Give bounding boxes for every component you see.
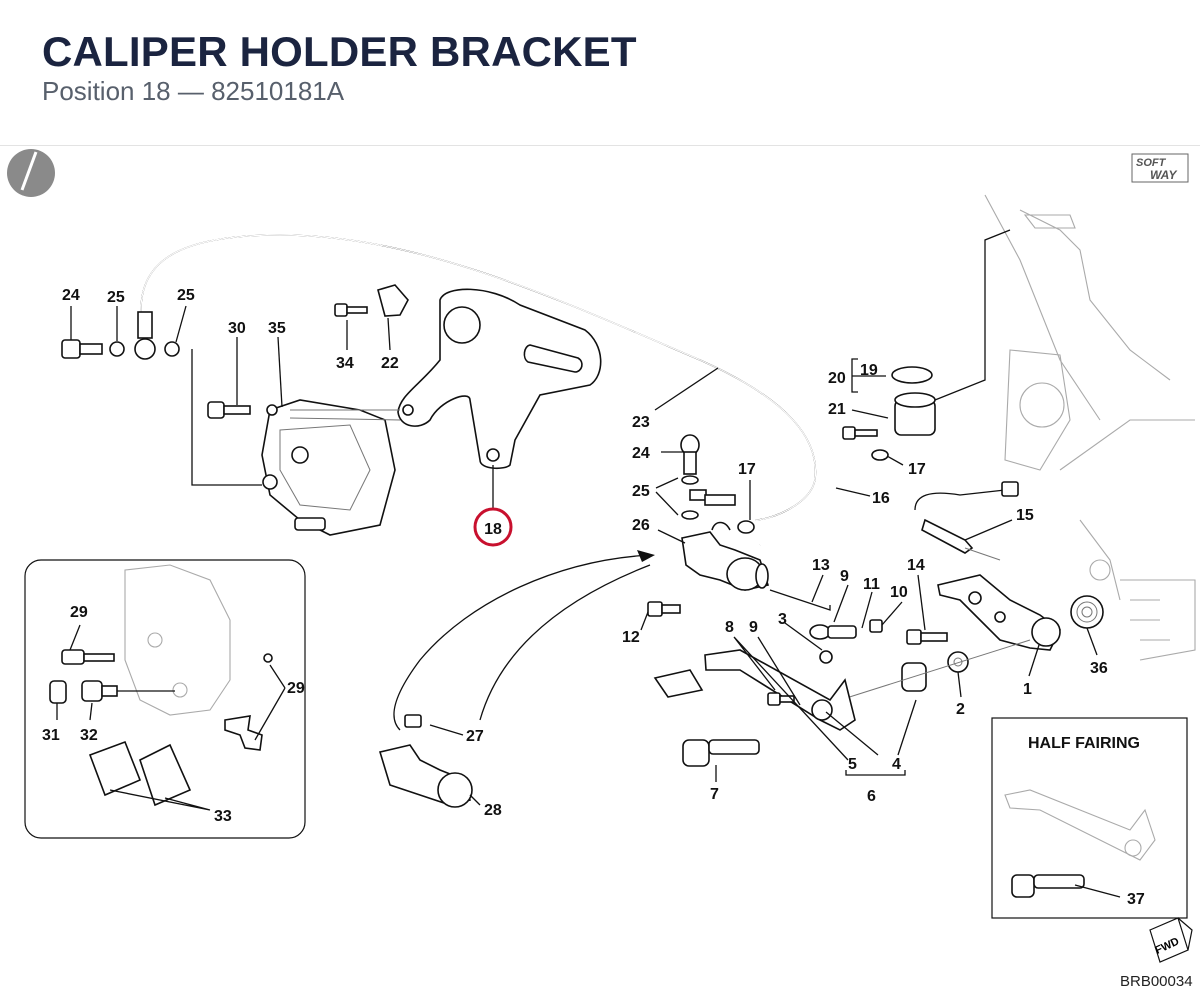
detail-arrow-inner	[479, 564, 651, 721]
callout-3: 3	[778, 611, 787, 628]
callout-15: 15	[1016, 507, 1034, 524]
drawing-code: BRB00034	[1120, 973, 1193, 990]
pedal-bolt-7	[682, 739, 760, 767]
callout-30: 30	[228, 320, 246, 337]
callout-9a: 9	[840, 568, 849, 585]
bushing-2	[947, 651, 969, 673]
callout-29a: 29	[70, 604, 88, 621]
callout-20: 20	[828, 370, 846, 387]
master-cylinder-26	[680, 434, 770, 591]
footrest-bracket-1	[937, 574, 1062, 651]
washer-25a	[109, 341, 125, 357]
corner-logo-icon	[7, 149, 55, 197]
banjo-bolt-24	[61, 339, 103, 359]
callout-34: 34	[336, 355, 354, 372]
callout-11: 11	[863, 576, 880, 593]
frame-outline	[984, 194, 1196, 661]
callout-22: 22	[381, 355, 399, 372]
leader-lines	[56, 305, 1121, 898]
inset-pads-detail	[24, 559, 306, 839]
reservoir-20	[891, 229, 1011, 436]
callout-1: 1	[1023, 681, 1032, 698]
header-divider	[0, 145, 1200, 146]
callout-27: 27	[466, 728, 484, 745]
callout-16: 16	[872, 490, 890, 507]
callout-25b: 25	[177, 287, 195, 304]
callout-19: 19	[860, 362, 878, 379]
softway-logo: SOFT WAY	[1131, 153, 1189, 183]
callout-8: 8	[725, 619, 734, 636]
callout-labels: 24 25 25 30 35 34 22 23 24 25 26 17 17 1…	[42, 287, 1193, 990]
callout-9b: 9	[749, 619, 758, 636]
softway-logo-line2: WAY	[1150, 168, 1177, 182]
callout-10: 10	[890, 584, 908, 601]
callout-5: 5	[848, 756, 857, 773]
brake-caliper-35	[261, 399, 396, 536]
sensor-15	[914, 481, 1019, 561]
page-subtitle: Position 18 — 82510181A	[42, 76, 345, 106]
half-fairing-title: HALF FAIRING	[1028, 735, 1140, 752]
softway-logo-line1: SOFT	[1136, 157, 1167, 169]
pushrod-13	[769, 589, 831, 611]
clip-22	[377, 284, 409, 317]
callout-17b: 17	[908, 461, 926, 478]
callout-12: 12	[622, 629, 640, 646]
callout-2: 2	[956, 701, 965, 718]
callout-24a: 24	[62, 287, 80, 304]
brake-pedal	[653, 649, 856, 731]
detail-arrowhead	[637, 550, 655, 562]
bolt-8	[767, 692, 795, 706]
page-title: CALIPER HOLDER BRACKET	[42, 28, 637, 75]
brake-hose-23	[140, 234, 817, 521]
highlighted-callout-18[interactable]: 18	[473, 507, 513, 547]
callout-25a: 25	[107, 289, 125, 306]
callout-6: 6	[867, 788, 876, 805]
bolt-12	[647, 601, 681, 617]
hose-16	[759, 449, 889, 548]
callout-36: 36	[1090, 660, 1108, 677]
alignment-lines	[289, 409, 401, 421]
callout-28: 28	[484, 802, 502, 819]
callout-25c: 25	[632, 483, 650, 500]
callout-18-label: 18	[484, 521, 502, 538]
bolt-14	[906, 629, 948, 645]
leader-caliper	[191, 349, 262, 486]
callout-26: 26	[632, 517, 650, 534]
forward-arrow-icon: FWD	[1149, 917, 1193, 963]
bolt-34	[334, 303, 368, 317]
callout-31: 31	[42, 727, 60, 744]
callout-21: 21	[828, 401, 846, 418]
callout-37: 37	[1127, 891, 1145, 908]
caliper-holder-bracket-18	[397, 288, 602, 470]
callout-29b: 29	[287, 680, 305, 697]
banjo-fitting	[134, 311, 156, 360]
callout-32: 32	[80, 727, 98, 744]
callout-23: 23	[632, 414, 650, 431]
bolt-21	[842, 426, 878, 440]
callout-33: 33	[214, 808, 232, 825]
inset-half-fairing	[991, 717, 1188, 919]
callout-4: 4	[892, 756, 901, 773]
spring-36	[1070, 595, 1104, 629]
callout-13: 13	[812, 557, 830, 574]
callout-14: 14	[907, 557, 925, 574]
callout-24b: 24	[632, 445, 650, 462]
washer-25b	[164, 341, 180, 357]
pivot-axis	[839, 639, 1031, 701]
detail-arrow	[393, 554, 651, 731]
clevis-3-9-11	[809, 619, 883, 664]
bolt-30	[207, 401, 251, 419]
callout-35: 35	[268, 320, 286, 337]
callout-17a: 17	[738, 461, 756, 478]
master-cylinder-detail-28	[378, 714, 473, 808]
callout-7: 7	[710, 786, 719, 803]
hole-30	[266, 404, 278, 416]
